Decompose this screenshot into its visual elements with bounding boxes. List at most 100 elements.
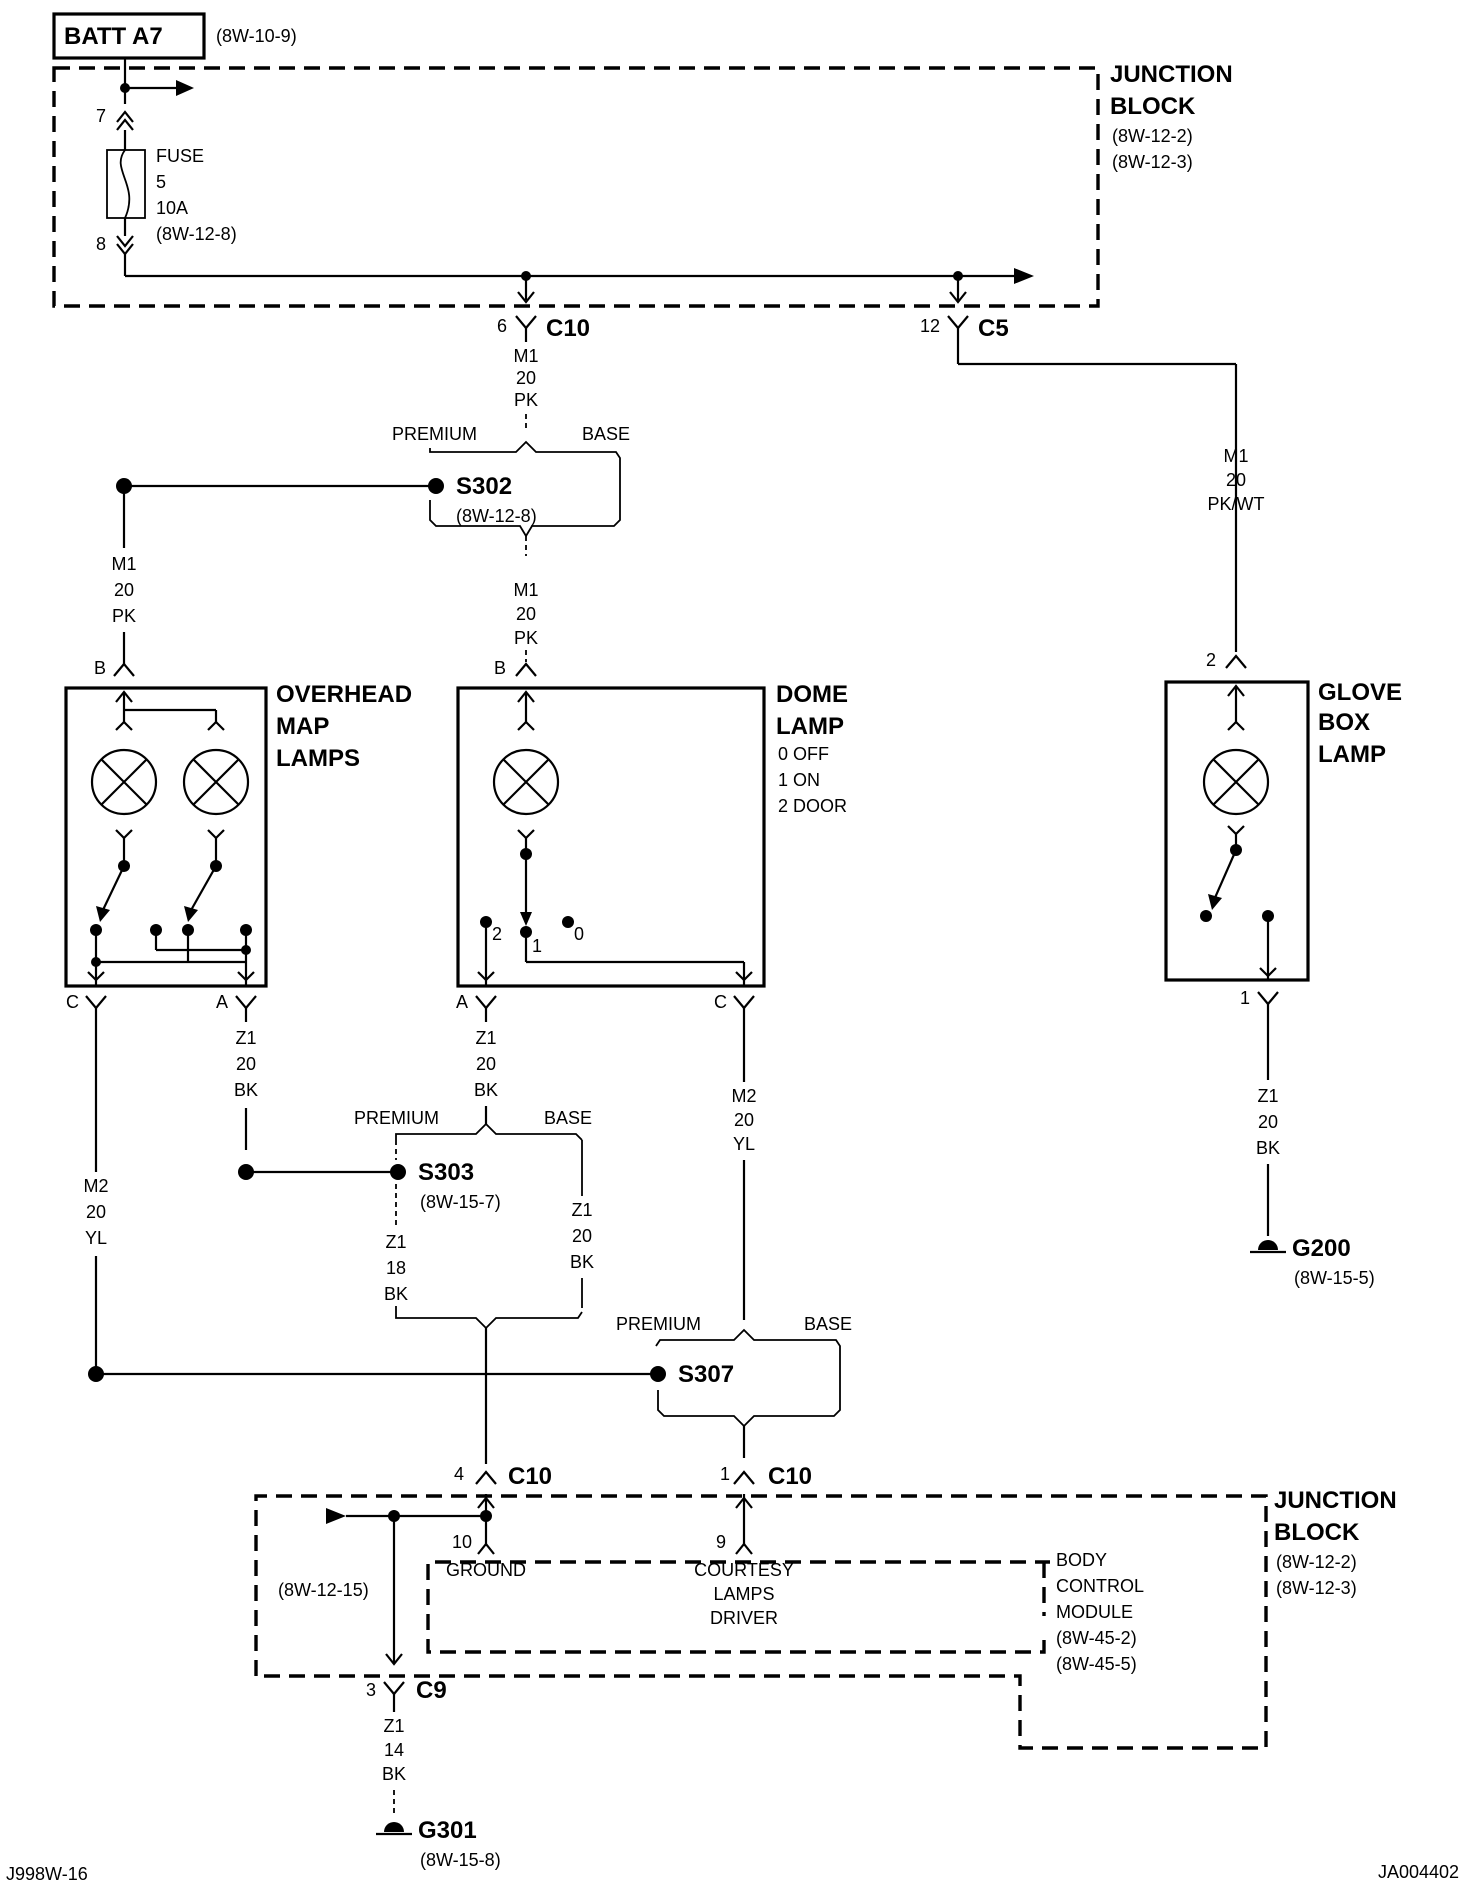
dome-pin-a: A: [456, 992, 468, 1012]
wire-overhead-m1-color: PK: [112, 606, 136, 626]
wire-overhead-m2-gauge: 20: [86, 1202, 106, 1222]
wire-overhead-z1-code: Z1: [235, 1028, 256, 1048]
junction-block-bottom-title2: BLOCK: [1274, 1519, 1360, 1546]
overhead-map-lamps-box: [64, 686, 268, 988]
g200-ref: (8W-15-5): [1294, 1268, 1375, 1288]
fuse-rating: 10A: [156, 198, 188, 218]
batt-feed-arrow: [120, 58, 194, 104]
c10-b1-pin: 1: [720, 1464, 730, 1484]
bcm-driver-pin: 9: [716, 1532, 726, 1552]
wire-c10-m1-gauge: 20: [516, 368, 536, 388]
wire-dome-m1-code: M1: [513, 580, 538, 600]
bcm-driver1: COURTESY: [694, 1560, 794, 1580]
s307-brace: [655, 1328, 841, 1428]
overhead-lamp-right: [182, 748, 250, 816]
overhead-pin-b: B: [94, 658, 106, 678]
wire-overhead-m1-code: M1: [111, 554, 136, 574]
g200-ground-symbol: [1250, 1240, 1286, 1254]
bcm-title3: MODULE: [1056, 1602, 1133, 1622]
wire-dome-m2-color: YL: [733, 1134, 755, 1154]
wire-s303-base-code: Z1: [571, 1200, 592, 1220]
wire-s303-base-color: BK: [570, 1252, 594, 1272]
c10-top-pin: 6: [497, 316, 507, 336]
s303-base-label: BASE: [544, 1108, 592, 1128]
junction-bus: [125, 268, 1034, 304]
dome-lamp-box: [456, 686, 766, 988]
dome-pos1: 1 ON: [778, 770, 820, 790]
fuse-pin-in: 7: [96, 106, 106, 126]
wire-dome-m1-color: PK: [514, 628, 538, 648]
bcm-driver3: DRIVER: [710, 1608, 778, 1628]
s303-premium-label: PREMIUM: [354, 1108, 439, 1128]
dome-pin-c: C: [714, 992, 727, 1012]
glove-box-lamp-box: [1164, 680, 1310, 982]
body-control-module: [426, 1560, 1050, 1654]
wire-overhead-z1-color: BK: [234, 1080, 258, 1100]
overhead-pin-a: A: [216, 992, 228, 1012]
g301-ref: (8W-15-8): [420, 1850, 501, 1870]
junction-block-top-ref2: (8W-12-3): [1112, 152, 1193, 172]
bcm-title2: CONTROL: [1056, 1576, 1144, 1596]
overhead-pin-c: C: [66, 992, 79, 1012]
wire-c10-m1-code: M1: [513, 346, 538, 366]
c5-connector: [947, 315, 1238, 652]
wire-s303-z1-color: BK: [384, 1284, 408, 1304]
wire-s303-z1-gauge: 18: [386, 1258, 406, 1278]
s302-ref: (8W-12-8): [456, 506, 537, 526]
wire-dome-z1-color: BK: [474, 1080, 498, 1100]
wire-overhead-m2-code: M2: [83, 1176, 108, 1196]
c10-top-connector: [515, 315, 537, 342]
bcm-ref1: (8W-45-2): [1056, 1628, 1137, 1648]
overhead-title1: OVERHEAD: [276, 681, 412, 708]
wire-glove-z1-code: Z1: [1257, 1086, 1278, 1106]
junction-block-bottom: [254, 1494, 1268, 1750]
wire-dome-z1-gauge: 20: [476, 1054, 496, 1074]
dome-sw1: 1: [532, 936, 542, 956]
c9-pin: 3: [366, 1680, 376, 1700]
glove-internal-wiring: [1200, 684, 1277, 980]
wire-c10-m1-color: PK: [514, 390, 538, 410]
wire-overhead-m2-color: YL: [85, 1228, 107, 1248]
fuse-symbol: [106, 110, 146, 276]
wire-c9-z1-code: Z1: [383, 1716, 404, 1736]
dome-title1: DOME: [776, 681, 848, 708]
wire-glove-m1-gauge: 20: [1226, 470, 1246, 490]
s302-brace: [429, 440, 621, 538]
wire-c9-z1-gauge: 14: [384, 1740, 404, 1760]
wire-s303-z1-code: Z1: [385, 1232, 406, 1252]
wire-dome-m2-gauge: 20: [734, 1110, 754, 1130]
junction-block-bottom-ref1: (8W-12-2): [1276, 1552, 1357, 1572]
wire-glove-m1-color: PK/WT: [1208, 494, 1265, 514]
dome-pin-b: B: [494, 658, 506, 678]
batt-a7-box: BATT A7: [52, 12, 206, 60]
dome-pos2: 2 DOOR: [778, 796, 847, 816]
junction-block-bottom-ref2: (8W-12-3): [1276, 1578, 1357, 1598]
batt-a7-ref: (8W-10-9): [216, 26, 297, 46]
c5-name: C5: [978, 315, 1009, 342]
batt-a7-label: BATT A7: [64, 23, 163, 50]
junction-block-top-title1: JUNCTION: [1110, 61, 1233, 88]
c10-b4-name: C10: [508, 1463, 552, 1490]
c5-pin: 12: [920, 316, 940, 336]
dome-pos0: 0 OFF: [778, 744, 829, 764]
g200-name: G200: [1292, 1235, 1351, 1262]
dome-sw0: 0: [574, 924, 584, 944]
bcm-ref2: (8W-45-5): [1056, 1654, 1137, 1674]
c10-b1-name: C10: [768, 1463, 812, 1490]
s302-premium-label: PREMIUM: [392, 424, 477, 444]
junction-block-top-ref1: (8W-12-2): [1112, 126, 1193, 146]
g301-ground-symbol: [376, 1822, 412, 1836]
s303-ref: (8W-15-7): [420, 1192, 501, 1212]
c10-top-name: C10: [546, 315, 590, 342]
glove-pin-top: 2: [1206, 650, 1216, 670]
bcm-ground-label: GROUND: [446, 1560, 526, 1580]
s303-brace-bottom: [395, 1306, 583, 1330]
fuse-pin-out: 8: [96, 234, 106, 254]
s307-base-label: BASE: [804, 1314, 852, 1334]
wire-overhead-z1-gauge: 20: [236, 1054, 256, 1074]
wire-glove-m1-code: M1: [1223, 446, 1248, 466]
glove-title3: LAMP: [1318, 741, 1386, 768]
bcm-ground-pin: 10: [452, 1532, 472, 1552]
dome-title2: LAMP: [776, 713, 844, 740]
junction-block-bottom-ref-left: (8W-12-15): [278, 1580, 369, 1600]
